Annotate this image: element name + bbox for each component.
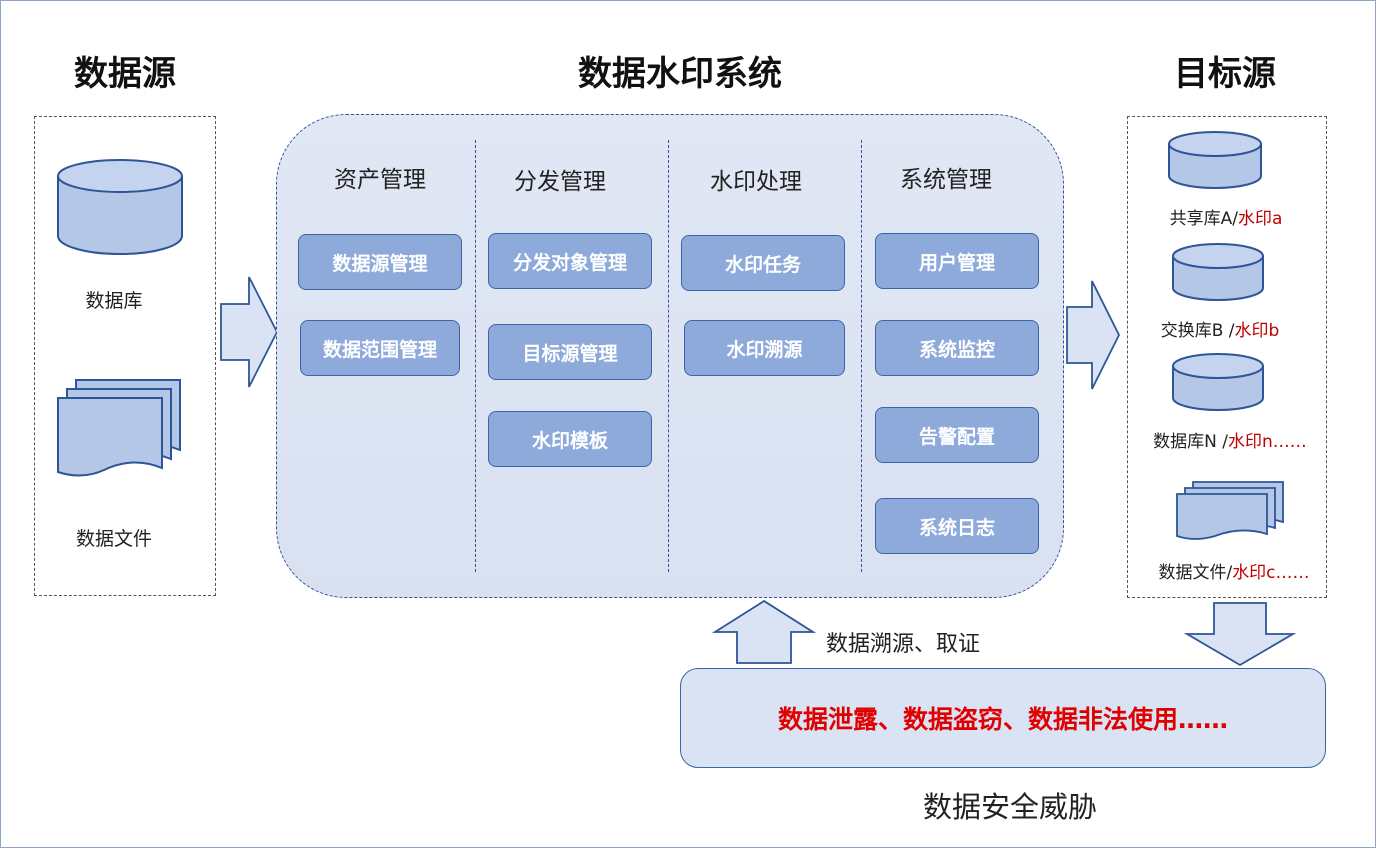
module-watermark-task[interactable]: 水印任务 — [681, 235, 845, 291]
column-divider — [861, 140, 862, 572]
module-data-source-management[interactable]: 数据源管理 — [298, 234, 462, 290]
arrow-down-icon — [1183, 602, 1297, 667]
target-watermark: 水印a — [1237, 209, 1283, 229]
column-title-asset: 资产管理 — [334, 167, 426, 193]
target-name: 交换库B / — [1160, 321, 1235, 341]
database-icon — [57, 159, 183, 255]
module-system-log[interactable]: 系统日志 — [875, 498, 1039, 554]
target-name: 数据库N / — [1153, 432, 1229, 452]
column-divider — [475, 140, 476, 572]
target-heading: 目标源 — [1174, 54, 1276, 94]
module-watermark-tracing[interactable]: 水印溯源 — [684, 320, 845, 376]
database-icon — [1168, 131, 1262, 189]
target-watermark: 水印c…… — [1232, 563, 1310, 583]
target-label-exchange-db: 交换库B /水印b — [1124, 316, 1316, 341]
column-title-system-management: 系统管理 — [900, 167, 992, 193]
target-watermark: 水印b — [1234, 321, 1280, 341]
source-heading: 数据源 — [74, 54, 176, 94]
target-label-data-file: 数据文件/水印c…… — [1138, 558, 1330, 583]
threat-box: 数据泄露、数据盗窃、数据非法使用…… — [680, 668, 1326, 768]
target-name: 数据文件/ — [1158, 563, 1233, 583]
module-target-source-management[interactable]: 目标源管理 — [488, 324, 652, 380]
target-label-database-n: 数据库N /水印n…… — [1134, 427, 1326, 452]
module-user-management[interactable]: 用户管理 — [875, 233, 1039, 289]
module-data-scope-management[interactable]: 数据范围管理 — [300, 320, 460, 376]
arrow-right-icon — [1066, 280, 1121, 390]
source-database-label: 数据库 — [85, 290, 143, 312]
module-watermark-template[interactable]: 水印模板 — [488, 411, 652, 467]
file-stack-icon — [1176, 481, 1284, 540]
column-title-distribution: 分发管理 — [514, 169, 606, 195]
database-icon — [1172, 353, 1264, 411]
module-alert-configuration[interactable]: 告警配置 — [875, 407, 1039, 463]
source-file-label: 数据文件 — [75, 528, 152, 550]
system-heading: 数据水印系统 — [578, 54, 782, 94]
column-divider — [668, 140, 669, 572]
file-stack-icon — [57, 379, 181, 477]
column-title-watermark-processing: 水印处理 — [710, 169, 802, 195]
arrow-up-icon — [711, 599, 817, 664]
threat-text: 数据泄露、数据盗窃、数据非法使用…… — [777, 705, 1228, 734]
target-watermark: 水印n…… — [1228, 432, 1307, 452]
arrow-right-icon — [220, 276, 279, 388]
module-distribution-target-management[interactable]: 分发对象管理 — [488, 233, 652, 289]
database-icon — [1172, 243, 1264, 301]
trace-forensics-label: 数据溯源、取证 — [826, 632, 981, 657]
threat-caption: 数据安全威胁 — [922, 790, 1097, 824]
target-label-shared-db: 共享库A/水印a — [1130, 204, 1322, 229]
module-system-monitoring[interactable]: 系统监控 — [875, 320, 1039, 376]
target-name: 共享库A/ — [1169, 209, 1238, 229]
